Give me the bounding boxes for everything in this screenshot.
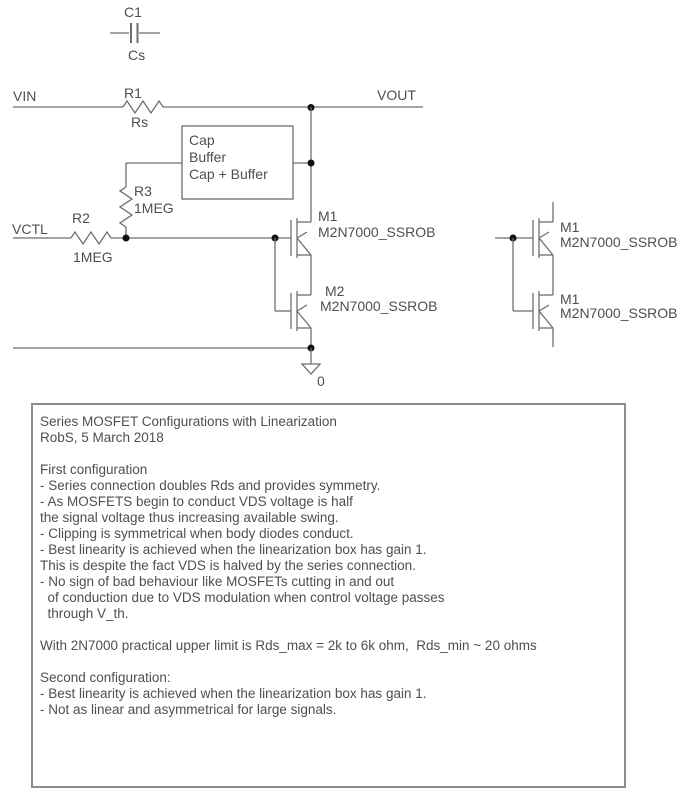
net-label-vout: VOUT <box>377 87 416 103</box>
notes-line: - Clipping is symmetrical when body diod… <box>40 526 354 541</box>
notes-line: This is despite the fact VDS is halved b… <box>40 558 416 573</box>
linearization-branch: Cap Buffer Cap + Buffer <box>125 107 315 222</box>
mosfet-right-top: M1 M2N7000_SSROB <box>532 202 678 295</box>
capacitor-value-label: Cs <box>128 47 145 63</box>
notes-line: - Best linearity is achieved when the li… <box>40 542 427 557</box>
mosfet-right-bottom-model-label: M2N7000_SSROB <box>560 305 678 321</box>
notes-author: RobS, 5 March 2018 <box>40 430 164 445</box>
resistor-r1 <box>122 99 164 115</box>
notes-line: First configuration <box>40 462 148 477</box>
mosfet-m1-model-label: M2N7000_SSROB <box>318 224 436 240</box>
capacitor-c1: C1 Cs <box>110 4 160 63</box>
resistor-r3-value-label: 1MEG <box>134 200 174 216</box>
mosfet-m1: M1 M2N7000_SSROB <box>290 208 436 295</box>
net-label-vctl: VCTL <box>12 221 48 237</box>
lin-box-line2: Buffer <box>189 149 226 165</box>
resistor-r1-value-label: Rs <box>131 114 148 130</box>
mosfet-right-top-ref-label: M1 <box>560 219 580 235</box>
capacitor-ref-label: C1 <box>124 4 142 20</box>
mosfet-m2: M2 M2N7000_SSROB <box>290 283 438 348</box>
ground-icon <box>300 363 322 375</box>
net-label-vin: VIN <box>13 88 36 104</box>
vin-row: VIN R1 Rs VOUT <box>13 85 423 130</box>
circuit-schematic: C1 Cs VIN R1 Rs VOUT Cap Buffer Cap + Bu… <box>12 4 678 389</box>
notes-title: Series MOSFET Configurations with Linear… <box>40 414 337 429</box>
lin-box-line1: Cap <box>189 132 215 148</box>
junction-dot <box>122 234 130 242</box>
right-configuration: M1 M2N7000_SSROB M1 M2N7000_SSROB <box>495 202 678 347</box>
notes-box: Series MOSFET Configurations with Linear… <box>31 403 626 788</box>
lin-box-line3: Cap + Buffer <box>189 166 268 182</box>
notes-line: Second configuration: <box>40 670 171 685</box>
mosfet-m2-model-label: M2N7000_SSROB <box>320 298 438 314</box>
resistor-r2 <box>70 230 112 246</box>
ground-rail: 0 <box>13 344 325 389</box>
notes-line: - Not as linear and asymmetrical for lar… <box>40 702 337 717</box>
notes-line: through V_th. <box>40 606 129 621</box>
notes-line: - Series connection doubles Rds and prov… <box>40 478 381 493</box>
vctl-row: VCTL R2 1MEG <box>12 210 291 312</box>
notes-line: of conduction due to VDS modulation when… <box>40 590 445 605</box>
notes-line <box>40 654 618 670</box>
resistor-r1-ref-label: R1 <box>124 85 142 101</box>
mosfet-m2-ref-label: M2 <box>325 283 345 299</box>
mosfet-right-bottom: M1 M2N7000_SSROB <box>532 291 678 347</box>
notes-line <box>40 622 618 638</box>
net-label-ground: 0 <box>317 373 325 389</box>
notes-line: - Best linearity is achieved when the li… <box>40 686 427 701</box>
notes-line: - As MOSFETS begin to conduct VDS voltag… <box>40 494 353 509</box>
mosfet-right-top-model-label: M2N7000_SSROB <box>560 234 678 250</box>
resistor-r3-group: R3 1MEG <box>118 183 174 238</box>
resistor-r3 <box>118 186 134 228</box>
resistor-r3-ref-label: R3 <box>134 183 152 199</box>
notes-line: With 2N7000 practical upper limit is Rds… <box>40 638 537 653</box>
mosfet-right-bottom-ref-label: M1 <box>560 291 580 307</box>
notes-line <box>40 446 618 462</box>
junction-dot <box>307 159 315 167</box>
resistor-r2-ref-label: R2 <box>72 210 90 226</box>
mosfet-m1-ref-label: M1 <box>318 208 338 224</box>
notes-line: the signal voltage thus increasing avail… <box>40 510 339 525</box>
notes-line: - No sign of bad behaviour like MOSFETs … <box>40 574 395 589</box>
resistor-r2-value-label: 1MEG <box>73 249 113 265</box>
